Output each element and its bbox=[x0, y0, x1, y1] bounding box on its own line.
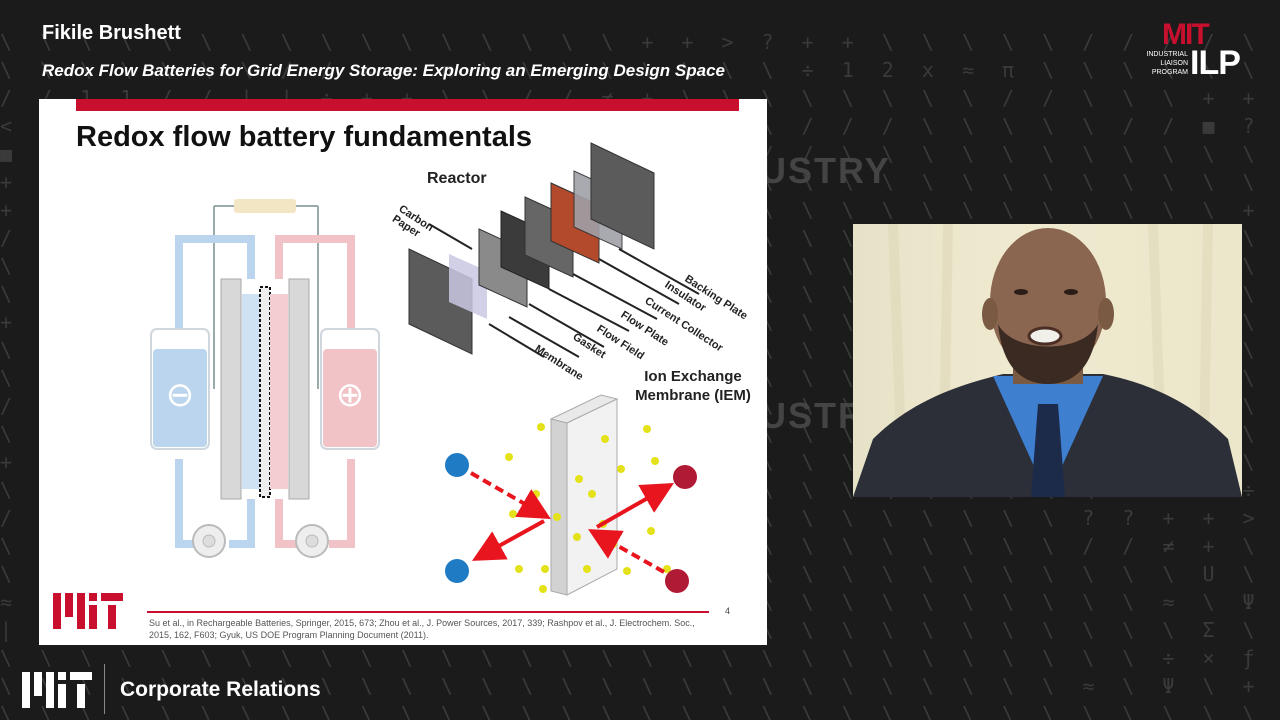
red-ion bbox=[665, 569, 689, 593]
background-word: USTRY bbox=[760, 150, 891, 191]
slide-title: Redox flow battery fundamentals bbox=[76, 121, 533, 153]
load-resistor bbox=[234, 199, 296, 213]
cell-membrane bbox=[259, 286, 271, 498]
positive-half-cell bbox=[270, 294, 288, 489]
slide-page-number: 4 bbox=[725, 606, 731, 616]
blocked-ion-arrow bbox=[470, 471, 551, 519]
reactor-label: Reactor bbox=[427, 170, 487, 187]
presentation-slide: Redox flow battery fundamentals bbox=[39, 99, 767, 645]
positive-pipe-bottom bbox=[275, 459, 355, 548]
negative-tank-symbol: ⊖ bbox=[165, 376, 195, 414]
negative-electrode-plate bbox=[220, 278, 242, 500]
counter-ions bbox=[505, 423, 671, 593]
blue-ion bbox=[445, 453, 469, 477]
presenter-head bbox=[990, 228, 1106, 376]
red-ion bbox=[673, 465, 697, 489]
brand-divider bbox=[104, 664, 105, 714]
slide-references: Su et al., in Rechargeable Batteries, Sp… bbox=[149, 618, 695, 640]
talk-title: Redox Flow Batteries for Grid Energy Sto… bbox=[42, 61, 725, 80]
slide-diagrams bbox=[150, 142, 700, 596]
presenter-tie bbox=[1031, 404, 1065, 497]
negative-half-cell bbox=[242, 294, 260, 489]
slide-footer-rule bbox=[147, 611, 709, 613]
ilp-logo-ilp-text: ILP bbox=[1190, 44, 1241, 82]
stack-membrane bbox=[449, 254, 487, 319]
presenter-video bbox=[853, 224, 1242, 497]
mit-ilp-logo: MIT INDUSTRIAL LIAISON PROGRAM ILP bbox=[1140, 18, 1248, 82]
ion-exchange-illustration bbox=[445, 394, 697, 596]
slide-accent-bar bbox=[76, 99, 739, 111]
ilp-logo-small-text: INDUSTRIAL LIAISON PROGRAM bbox=[1146, 51, 1188, 76]
stack-plate-right bbox=[590, 142, 655, 250]
flow-battery-schematic bbox=[150, 199, 380, 558]
reflected-ion-arrow bbox=[596, 483, 674, 529]
ilp-logo-mit-text: MIT bbox=[1162, 18, 1210, 51]
negative-electrolyte bbox=[153, 349, 207, 447]
reactor-exploded-view bbox=[408, 142, 700, 358]
presenter-name: Fikile Brushett bbox=[42, 22, 181, 44]
positive-electrolyte bbox=[323, 349, 377, 447]
slide-mit-logo bbox=[53, 593, 123, 629]
corporate-relations-label: Corporate Relations bbox=[120, 678, 321, 701]
presenter-figure bbox=[853, 224, 1242, 497]
mit-logo bbox=[22, 672, 92, 708]
positive-electrode-plate bbox=[288, 278, 310, 500]
circuit-wires bbox=[213, 205, 319, 389]
reflected-ion-arrow bbox=[472, 519, 545, 561]
blue-ion bbox=[445, 559, 469, 583]
positive-tank-symbol: ⊕ bbox=[335, 376, 365, 414]
iem-label: Ion Exchange Membrane (IEM) bbox=[635, 368, 751, 404]
